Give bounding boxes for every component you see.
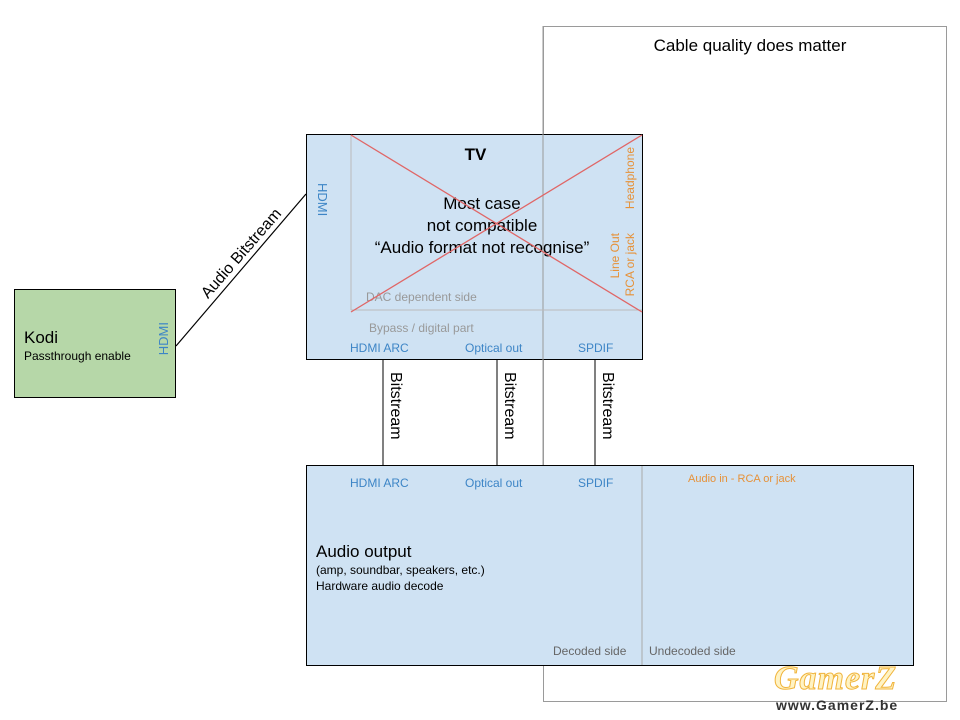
bitstream-label-optical: Bitstream <box>501 372 518 440</box>
tv-message-line1: Most case <box>443 194 521 213</box>
tv-out-optical: Optical out <box>465 341 523 355</box>
tv-box: TV HDMI Most case not compatible “Audio … <box>306 134 643 360</box>
audio-output-box: HDMI ARC Optical out SPDIF Audio in - RC… <box>306 465 914 666</box>
audio-in-spdif: SPDIF <box>578 476 614 490</box>
tv-bypass-label: Bypass / digital part <box>369 321 474 335</box>
audio-analog-in: Audio in - RCA or jack <box>688 473 796 485</box>
undecoded-side-label: Undecoded side <box>649 644 736 658</box>
bitstream-label-spdif: Bitstream <box>599 372 616 440</box>
tv-dac-side-label: DAC dependent side <box>366 290 477 304</box>
tv-message-line3: “Audio format not recognise” <box>374 238 590 257</box>
tv-message: Most case not compatible “Audio format n… <box>351 193 613 259</box>
audio-decode-label: Hardware audio decode <box>316 579 444 593</box>
kodi-subtitle: Passthrough enable <box>24 349 131 363</box>
audio-bitstream-cable <box>175 193 307 347</box>
decoded-side-label: Decoded side <box>553 644 627 658</box>
bitstream-label-hdmi: Bitstream <box>387 372 404 440</box>
audio-output-title: Audio output <box>316 542 412 561</box>
kodi-title: Kodi <box>24 328 59 347</box>
audio-output-subtitle: (amp, soundbar, speakers, etc.) <box>316 563 485 577</box>
tv-out-spdif: SPDIF <box>578 341 614 355</box>
tv-message-line2: not compatible <box>426 216 538 235</box>
tv-out-hdmi-arc: HDMI ARC <box>350 341 409 355</box>
watermark-url: www.GamerZ.be <box>776 697 899 713</box>
tv-hdmi-port: HDMI <box>315 183 330 217</box>
kodi-box: Kodi Passthrough enable HDMI <box>14 289 176 398</box>
audio-in-hdmi-arc: HDMI ARC <box>350 476 409 490</box>
tv-incompatible-cross-b <box>350 134 643 313</box>
tv-title: TV <box>464 145 487 164</box>
audio-in-optical: Optical out <box>465 476 523 490</box>
watermark-logo: GamerZ <box>773 660 898 698</box>
cable-quality-title: Cable quality does matter <box>653 36 847 55</box>
